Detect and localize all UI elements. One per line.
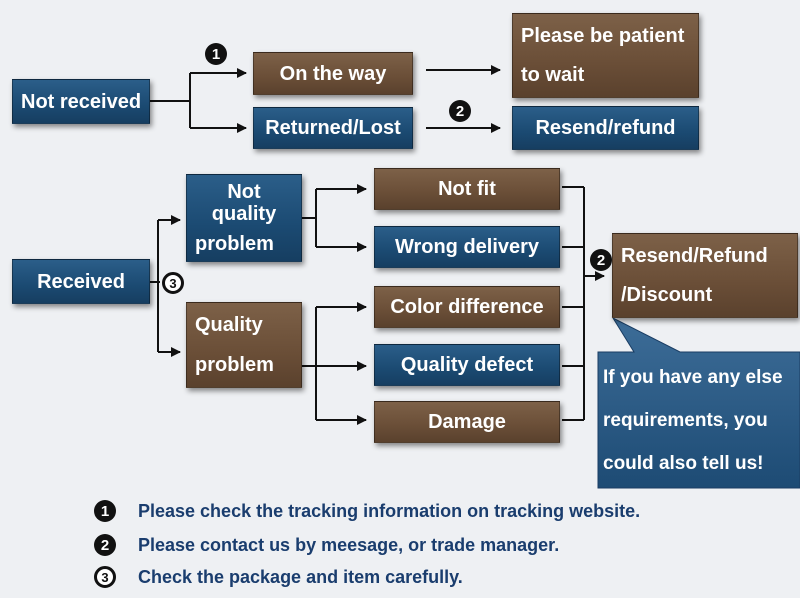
note-1-text: Please check the tracking information on…	[138, 500, 641, 521]
node-quality-line1: Quality	[195, 314, 263, 336]
node-returned-lost-label: Returned/Lost	[265, 117, 401, 139]
node-quality-problem: Quality problem	[186, 302, 302, 388]
node-resend-refund: Resend/refund	[512, 106, 699, 150]
callout-line2: requirements, you	[603, 410, 768, 431]
node-quality-line2: problem	[195, 354, 274, 376]
node-resend-refund-discount-line1: Resend/Refund	[621, 244, 768, 267]
arrow-quality-branches	[302, 302, 367, 425]
arrow-not-quality-branches	[302, 184, 367, 252]
note-3: 3 Check the package and item carefully.	[94, 566, 463, 588]
arrow-to-wait-and-resend	[426, 65, 501, 133]
marker-3-icon: 3	[162, 272, 184, 294]
node-damage: Damage	[374, 401, 560, 443]
node-wrong-delivery: Wrong delivery	[374, 226, 560, 268]
marker-2b-icon: 2	[590, 249, 612, 271]
node-not-quality-line1: Not quality	[211, 181, 277, 225]
node-received-label: Received	[37, 270, 125, 293]
node-not-quality-line2: problem	[195, 233, 274, 255]
node-not-fit-label: Not fit	[438, 178, 496, 200]
arrow-received-branches	[150, 215, 181, 357]
node-please-be-patient-line2: to wait	[521, 64, 585, 87]
callout-text: If you have any else requirements, you c…	[600, 356, 800, 484]
node-resend-refund-label: Resend/refund	[535, 117, 676, 139]
note-2-number-icon: 2	[94, 534, 116, 556]
node-not-received: Not received	[12, 79, 150, 124]
callout-line3: could also tell us!	[603, 453, 764, 474]
node-received: Received	[12, 259, 150, 304]
callout-line1: If you have any else	[603, 367, 783, 388]
node-quality-defect-label: Quality defect	[400, 354, 534, 376]
node-please-be-patient: Please be patient to wait	[512, 13, 699, 98]
arrow-to-resend-refund-discount	[562, 186, 605, 421]
node-returned-lost: Returned/Lost	[253, 107, 413, 149]
note-1-number-icon: 1	[94, 500, 116, 522]
node-not-fit: Not fit	[374, 168, 560, 210]
marker-1-icon: 1	[205, 43, 227, 65]
node-color-difference-label: Color difference	[390, 296, 544, 318]
note-3-text: Check the package and item carefully.	[138, 566, 463, 587]
note-1: 1 Please check the tracking information …	[94, 500, 640, 522]
node-resend-refund-discount-line2: /Discount	[621, 284, 713, 307]
node-damage-label: Damage	[428, 411, 506, 433]
note-3-number-icon: 3	[94, 566, 116, 588]
note-2-text: Please contact us by meesage, or trade m…	[138, 534, 560, 555]
node-not-received-label: Not received	[21, 90, 142, 113]
callout-bubble	[597, 316, 800, 489]
node-on-the-way: On the way	[253, 52, 413, 95]
arrow-not-received-branches	[150, 68, 247, 133]
node-not-quality-problem: Not quality problem	[186, 174, 302, 262]
node-color-difference: Color difference	[374, 286, 560, 328]
marker-2-icon: 2	[449, 100, 471, 122]
node-please-be-patient-line1: Please be patient	[521, 24, 685, 47]
note-2: 2 Please contact us by meesage, or trade…	[94, 534, 559, 556]
node-on-the-way-label: On the way	[279, 62, 387, 85]
node-quality-defect: Quality defect	[374, 344, 560, 386]
node-resend-refund-discount: Resend/Refund /Discount	[612, 233, 798, 318]
node-wrong-delivery-label: Wrong delivery	[394, 236, 540, 258]
